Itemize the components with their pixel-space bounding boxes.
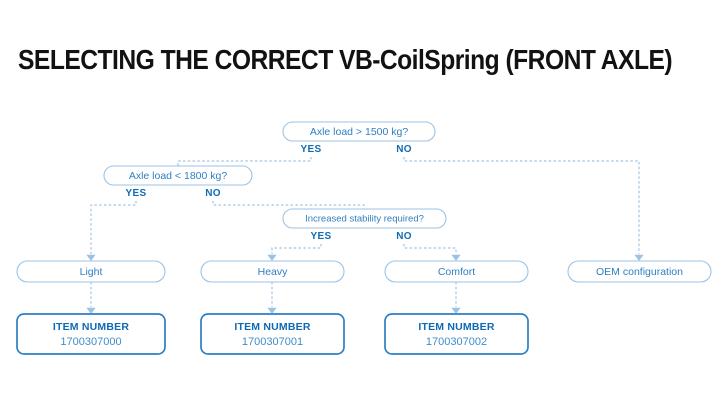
connector-q2-yes-to-r1 [90,201,137,254]
connector-q1-yes-to-q2 [177,157,312,166]
node-label-r2: Heavy [258,266,289,278]
node-shape-r1 [16,260,166,283]
item-shape-i1 [16,313,166,355]
node-shape-r2 [200,260,345,283]
branch-label-q1-no: NO [396,144,412,155]
node-shape-q3 [282,208,447,229]
node-q3[interactable]: Increased stability required? [282,208,447,229]
node-label-q2: Axle load < 1800 kg? [129,170,228,182]
item-value-i1: 1700307000 [60,336,121,348]
branch-labels-layer: YES NO YES NO YES NO [126,144,412,242]
node-r1[interactable]: Light [16,260,166,283]
item-node-i2[interactable]: ITEM NUMBER 1700307001 [200,313,345,355]
item-heading-i2: ITEM NUMBER [234,321,310,333]
node-shape-q2 [103,165,253,186]
arrowhead-q2-yes-to-r1 [86,254,96,261]
node-r3[interactable]: Comfort [384,260,529,283]
node-shape-r3 [384,260,529,283]
node-shape-q1 [282,121,436,142]
item-shape-i2 [200,313,345,355]
branch-label-q1-yes: YES [301,144,322,155]
node-label-r3: Comfort [438,266,475,278]
node-label-q1: Axle load > 1500 kg? [310,126,409,138]
page-title: SELECTING THE CORRECT VB-CoilSpring (FRO… [18,44,673,75]
node-r4[interactable]: OEM configuration [567,260,712,283]
arrowhead-r2-to-i2 [267,307,277,314]
node-r2[interactable]: Heavy [200,260,345,283]
item-node-i1[interactable]: ITEM NUMBER 1700307000 [16,313,166,355]
arrowhead-q1-no-to-r4 [634,254,644,261]
arrowhead-r1-to-i1 [86,307,96,314]
branch-label-q2-yes: YES [126,188,147,199]
node-q2[interactable]: Axle load < 1800 kg? [103,165,253,186]
arrowhead-r3-to-i3 [451,307,461,314]
branch-label-q3-yes: YES [311,231,332,242]
connectors-layer [86,157,644,314]
connector-q2-no-to-q3 [212,201,365,209]
item-value-i3: 1700307002 [426,336,487,348]
node-q1[interactable]: Axle load > 1500 kg? [282,121,436,142]
nodes-layer: Axle load > 1500 kg? Axle load < 1800 kg?… [16,121,712,283]
item-shape-i3 [384,313,529,355]
branch-label-q3-no: NO [396,231,412,242]
item-value-i2: 1700307001 [242,336,303,348]
item-heading-i1: ITEM NUMBER [53,321,129,333]
item-heading-i3: ITEM NUMBER [418,321,494,333]
node-shape-r4 [567,260,712,283]
item-node-i3[interactable]: ITEM NUMBER 1700307002 [384,313,529,355]
item-nodes-layer: ITEM NUMBER 1700307000 ITEM NUMBER 17003070… [16,313,529,355]
connector-q1-no-to-r4 [403,157,640,254]
node-label-r1: Light [80,266,103,278]
arrowhead-q3-yes-to-r2 [267,254,277,261]
arrowhead-q3-no-to-r3 [451,254,461,261]
branch-label-q2-no: NO [205,188,221,199]
node-label-q3: Increased stability required? [305,214,424,225]
node-label-r4: OEM configuration [596,266,683,278]
connector-q3-yes-to-r2 [271,244,322,254]
connector-q3-no-to-r3 [403,244,457,254]
